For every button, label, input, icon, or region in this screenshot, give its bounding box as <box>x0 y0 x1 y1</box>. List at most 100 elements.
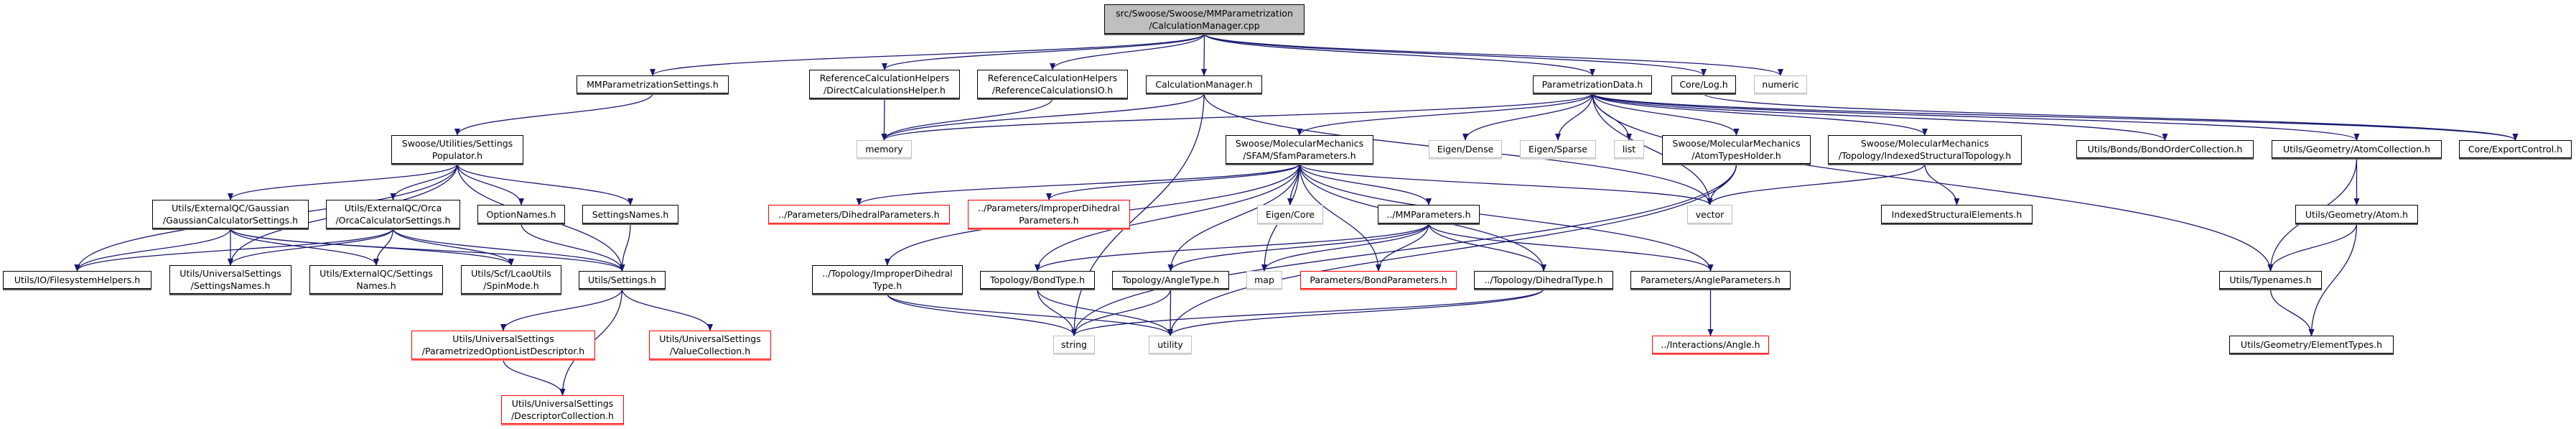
graph-node-log[interactable]: Core/Log.h <box>1671 75 1736 93</box>
edge-pd-to-esparse <box>1555 93 1593 141</box>
edge-pd-to-tn <box>1592 93 2274 272</box>
edge-atom-to-et <box>2308 223 2358 336</box>
edge-sfam-to-vector <box>1299 163 1713 206</box>
graph-node-fsh[interactable]: Utils/IO/FilesystemHelpers.h <box>3 271 151 289</box>
graph-node-angle[interactable]: ../Interactions/Angle.h <box>1652 336 1769 354</box>
graph-node-numeric[interactable]: numeric <box>1754 75 1807 93</box>
edge-sfam-to-idp <box>1046 163 1300 200</box>
edge-cpp-to-rcio <box>1050 33 1205 70</box>
edge-gauss-to-fsh <box>74 228 231 272</box>
edge-mmp-to-ap <box>1428 223 1714 272</box>
graph-node-map[interactable]: map <box>1246 271 1282 289</box>
edge-pd-to-vector <box>1592 93 1713 206</box>
edge-cpp-to-dch <box>882 33 1205 70</box>
graph-node-ist[interactable]: Swoose/MolecularMechanics /Topology/Inde… <box>1828 135 2022 164</box>
graph-node-edense[interactable]: Eigen/Dense <box>1429 140 1502 158</box>
graph-node-orca[interactable]: Utils/ExternalQC/Orca /OrcaCalculatorSet… <box>326 200 460 229</box>
edge-bt-to-utility <box>1037 288 1173 336</box>
edge-setn-to-set <box>619 223 631 272</box>
edge-cmh-to-string <box>1071 93 1205 336</box>
edge-cpp-to-pd <box>1203 33 1595 76</box>
graph-node-ac[interactable]: Utils/Geometry/AtomCollection.h <box>2272 140 2442 158</box>
graph-node-boc[interactable]: Utils/Bonds/BondOrderCollection.h <box>2076 140 2254 158</box>
edge-pd-to-ec <box>1592 93 2519 141</box>
edge-pd-to-sfam <box>1297 93 1593 136</box>
edge-mmps-to-sp <box>454 93 653 136</box>
graph-node-spin[interactable]: Utils/Scf/LcaoUtils /SpinMode.h <box>461 265 561 294</box>
graph-node-idt[interactable]: ../Topology/ImproperDihedral Type.h <box>812 265 963 294</box>
graph-node-eqsn[interactable]: Utils/ExternalQC/Settings Names.h <box>309 265 443 294</box>
edge-mmp-to-bp <box>1376 223 1429 272</box>
edge-pd-to-ist <box>1592 93 1928 136</box>
graph-node-pd[interactable]: ParametrizationData.h <box>1533 75 1652 93</box>
edge-bt-to-string <box>1037 288 1077 336</box>
graph-node-cmh[interactable]: CalculationManager.h <box>1146 75 1262 93</box>
edge-pd-to-boc <box>1592 93 2168 141</box>
graph-node-string[interactable]: string <box>1053 336 1095 354</box>
graph-node-setn[interactable]: SettingsNames.h <box>582 205 678 223</box>
graph-node-idp[interactable]: ../Parameters/ImproperDihedral Parameter… <box>968 200 1130 229</box>
edge-idt-to-string <box>887 293 1077 336</box>
edge-sp-to-optn <box>457 163 524 206</box>
edge-cpp-to-numeric <box>1203 33 1783 76</box>
graph-node-dt[interactable]: ../Topology/DihedralType.h <box>1474 271 1613 289</box>
edge-rcio-to-memory <box>881 98 1053 141</box>
graph-node-rcio[interactable]: ReferenceCalculationHelpers /ReferenceCa… <box>977 70 1128 98</box>
graph-node-ap[interactable]: Parameters/AngleParameters.h <box>1630 271 1791 289</box>
graph-node-usn[interactable]: Utils/UniversalSettings /SettingsNames.h <box>169 265 291 294</box>
edge-sfam-to-bt <box>1035 163 1300 272</box>
edge-log-to-ec <box>1703 93 2519 141</box>
graph-node-pold[interactable]: Utils/UniversalSettings /ParametrizedOpt… <box>411 331 595 359</box>
edge-sfam-to-at <box>1167 163 1300 272</box>
graph-node-ec[interactable]: Core/ExportControl.h <box>2459 140 2572 158</box>
graph-node-gauss[interactable]: Utils/ExternalQC/Gaussian /GaussianCalcu… <box>152 200 309 229</box>
graph-node-dch[interactable]: ReferenceCalculationHelpers /DirectCalcu… <box>809 70 960 98</box>
graph-node-list[interactable]: list <box>1614 140 1644 158</box>
edge-sp-to-setn <box>457 163 633 206</box>
graph-node-sp[interactable]: Swoose/Utilities/Settings Populator.h <box>391 135 523 164</box>
edge-pd-to-edense <box>1462 93 1593 141</box>
graph-node-set[interactable]: Utils/Settings.h <box>579 271 666 289</box>
edge-sfam-to-dihp <box>856 163 1300 206</box>
graph-node-sfam[interactable]: Swoose/MolecularMechanics /SFAM/SfamPara… <box>1226 135 1373 164</box>
edge-cmh-to-memory <box>881 93 1205 141</box>
graph-node-et[interactable]: Utils/Geometry/ElementTypes.h <box>2229 336 2394 354</box>
graph-node-cpp[interactable]: src/Swoose/Swoose/MMParametrization /Cal… <box>1104 4 1305 34</box>
graph-node-memory[interactable]: memory <box>857 140 912 158</box>
edge-optn-to-set <box>521 223 625 272</box>
graph-node-vc[interactable]: Utils/UniversalSettings /ValueCollection… <box>649 331 771 359</box>
graph-node-mmps[interactable]: MMParametrizationSettings.h <box>577 75 729 93</box>
graph-node-ath[interactable]: Swoose/MolecularMechanics /AtomTypesHold… <box>1662 135 1811 164</box>
edge-orca-to-fsh <box>74 228 394 272</box>
edge-sfam-to-ap <box>1299 163 1714 272</box>
graph-node-ise[interactable]: IndexedStructuralElements.h <box>1881 205 2033 223</box>
graph-node-optn[interactable]: OptionNames.h <box>477 205 565 223</box>
edge-idt-to-utility <box>887 293 1173 336</box>
edge-sfam-to-mmp <box>1299 163 1432 206</box>
edge-dt-to-string <box>1071 288 1544 336</box>
graph-node-esparse[interactable]: Eigen/Sparse <box>1520 140 1596 158</box>
graph-node-atom[interactable]: Utils/Geometry/Atom.h <box>2295 205 2418 223</box>
graph-node-bp[interactable]: Parameters/BondParameters.h <box>1300 271 1457 289</box>
graph-node-at[interactable]: Topology/AngleType.h <box>1112 271 1229 289</box>
edge-gauss-to-eqsn <box>230 228 379 266</box>
edge-cpp-to-mmps <box>650 33 1205 76</box>
graph-node-dc[interactable]: Utils/UniversalSettings /DescriptorColle… <box>501 395 624 424</box>
edge-ath-to-utility <box>1167 163 1737 336</box>
edge-atom-to-tn <box>2267 223 2358 272</box>
graph-node-mmp[interactable]: ../MMParameters.h <box>1378 205 1480 223</box>
edge-set-to-vc <box>621 288 713 331</box>
graph-node-vector[interactable]: vector <box>1687 205 1732 223</box>
graph-node-tn[interactable]: Utils/Typenames.h <box>2219 271 2322 289</box>
edge-pd-to-memory <box>881 93 1593 141</box>
edge-dt-to-utility <box>1167 288 1544 336</box>
edge-sp-to-gauss <box>228 163 458 200</box>
edge-pd-to-ac <box>1592 93 2360 141</box>
graph-node-bt[interactable]: Topology/BondType.h <box>980 271 1095 289</box>
graph-node-ecore[interactable]: Eigen/Core <box>1257 205 1323 223</box>
edge-orca-to-set <box>392 228 625 272</box>
edge-mmp-to-bt <box>1035 223 1429 272</box>
graph-node-dihp[interactable]: ../Parameters/DihedralParameters.h <box>768 205 950 223</box>
graph-node-utility[interactable]: utility <box>1149 336 1192 354</box>
